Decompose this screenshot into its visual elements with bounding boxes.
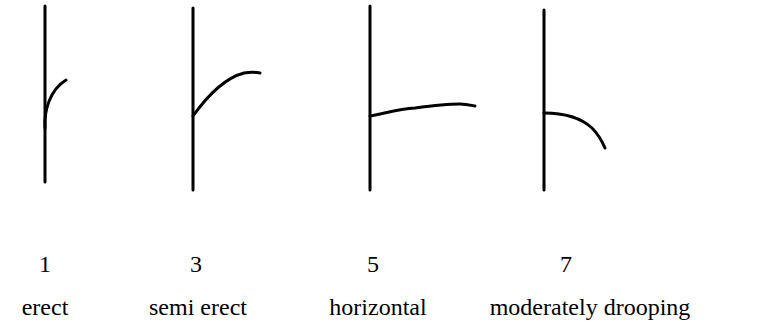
scale-number: 7 bbox=[560, 250, 572, 278]
category-label: semi erect bbox=[149, 293, 247, 321]
scale-number: 1 bbox=[39, 250, 51, 278]
category-label: moderately drooping bbox=[490, 293, 691, 321]
category-label: erect bbox=[22, 293, 69, 321]
scale-number: 3 bbox=[190, 250, 202, 278]
stem-line bbox=[192, 8, 195, 190]
stem-line bbox=[543, 10, 546, 190]
category-label: horizontal bbox=[329, 293, 426, 321]
scale-number: 5 bbox=[367, 250, 379, 278]
horizontal-leaf bbox=[370, 104, 475, 116]
semi-erect-leaf bbox=[193, 72, 260, 116]
drooping-leaf bbox=[544, 113, 605, 148]
stem-line bbox=[44, 6, 47, 182]
stem-line bbox=[369, 6, 372, 190]
erect-leaf bbox=[45, 80, 66, 128]
